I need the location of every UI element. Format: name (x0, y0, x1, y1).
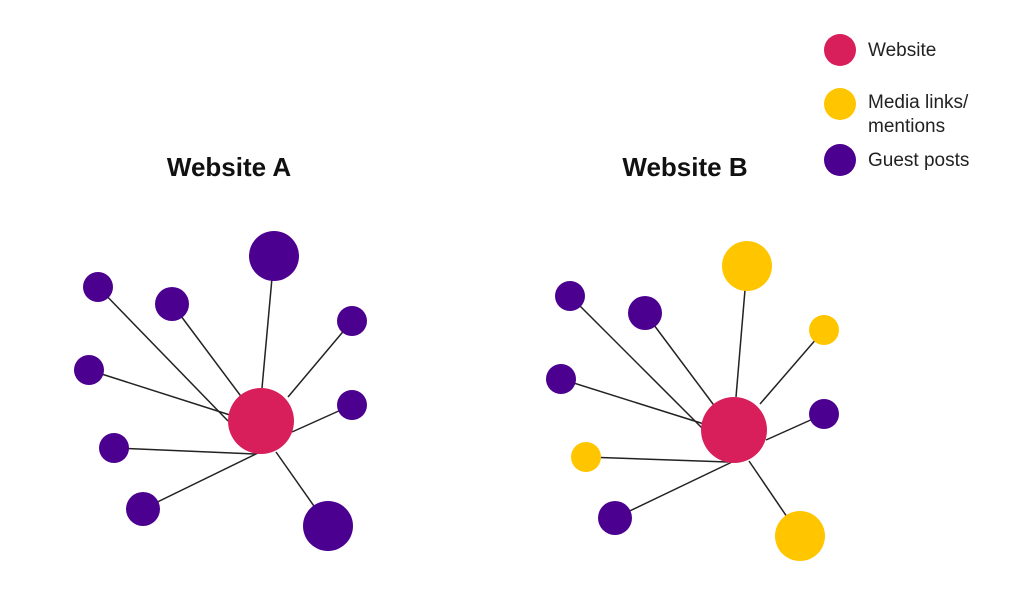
guest-post-node-b-1 (555, 281, 585, 311)
legend-label-website: Website (868, 40, 936, 61)
edge-a-2 (171, 303, 244, 400)
edge-a-5 (88, 369, 231, 416)
guest-post-node-a-1 (83, 272, 113, 302)
website-hub-node-a (228, 388, 294, 454)
guest-post-node-a-3 (249, 231, 299, 281)
edge-a-4 (287, 320, 353, 398)
legend-label-media-line-2: mentions (868, 116, 945, 137)
diagram-title-website-a: Website A (167, 152, 291, 182)
legend-label-media: Media links/ mentions (868, 92, 974, 137)
diagram-title-website-b: Website B (622, 152, 747, 182)
guest-post-node-b-2 (628, 296, 662, 330)
legend: Website Media links/ mentions Guest post… (824, 34, 974, 176)
guest-post-node-b-5 (546, 364, 576, 394)
edge-a-1 (97, 286, 229, 422)
diagram-website-a: Website A (74, 152, 367, 551)
edge-b-8 (614, 461, 733, 519)
guest-post-node-a-9 (303, 501, 353, 551)
media-link-node-b-4 (809, 315, 839, 345)
legend-label-guest: Guest posts (868, 150, 969, 171)
legend-swatch-guest (824, 144, 856, 176)
media-link-node-b-9 (775, 511, 825, 561)
edge-a-8 (142, 452, 259, 510)
legend-swatch-media (824, 88, 856, 120)
edge-b-2 (644, 312, 717, 409)
guest-post-node-a-7 (99, 433, 129, 463)
guest-post-node-a-8 (126, 492, 160, 526)
edge-b-1 (569, 295, 703, 429)
diagram-website-b: Website B (546, 152, 839, 561)
nodes-website-b (546, 241, 839, 561)
nodes-website-a (74, 231, 367, 551)
guest-post-node-b-8 (598, 501, 632, 535)
media-link-node-b-7 (571, 442, 601, 472)
edge-b-7 (585, 456, 729, 463)
guest-post-node-b-6 (809, 399, 839, 429)
edges-website-a (88, 255, 353, 527)
website-hub-node-b (701, 397, 767, 463)
edge-a-7 (113, 447, 256, 455)
legend-swatch-website (824, 34, 856, 66)
guest-post-node-a-6 (337, 390, 367, 420)
legend-label-media-line-1: Media links/ (868, 92, 969, 113)
edge-b-5 (560, 378, 705, 425)
edges-website-b (560, 265, 825, 537)
guest-post-node-a-4 (337, 306, 367, 336)
guest-post-node-a-5 (74, 355, 104, 385)
edge-b-4 (759, 329, 825, 405)
media-link-node-b-3 (722, 241, 772, 291)
guest-post-node-a-2 (155, 287, 189, 321)
